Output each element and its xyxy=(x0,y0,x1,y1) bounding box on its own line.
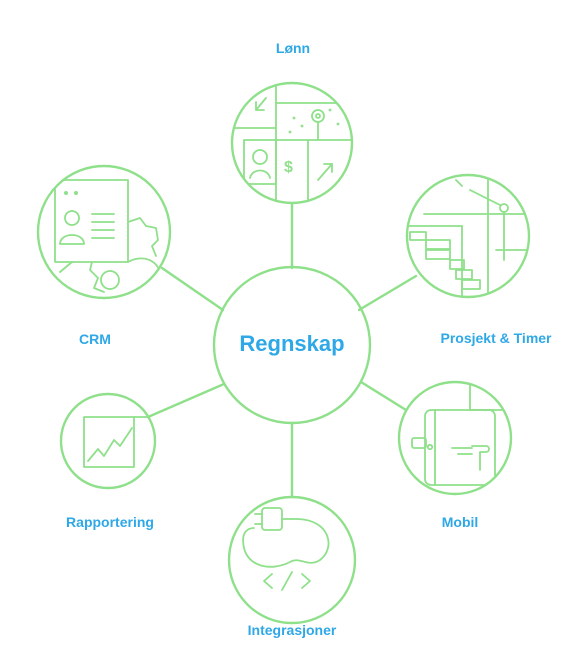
module-label-rapportering: Rapportering xyxy=(66,514,154,530)
connector-mobil xyxy=(359,380,408,412)
module-label-mobil: Mobil xyxy=(441,514,479,530)
plug-code-icon xyxy=(227,495,357,625)
project-timeline-icon xyxy=(405,173,531,299)
contact-card-gears-icon xyxy=(36,164,172,300)
svg-text:$: $ xyxy=(284,159,293,176)
center-label: Regnskap xyxy=(239,331,345,356)
connector-rapportering xyxy=(146,382,226,419)
module-label-lonn: Lønn xyxy=(275,40,311,56)
line-chart-icon xyxy=(59,392,157,490)
connector-prosjekt xyxy=(357,274,418,312)
center-hub xyxy=(212,265,372,425)
mobile-phone-icon xyxy=(397,380,513,496)
module-label-crm: CRM xyxy=(79,331,111,347)
module-label-prosjekt-timer: Prosjekt & Timer xyxy=(440,330,552,346)
payroll-icon: $ xyxy=(230,81,354,205)
module-label-integrasjoner: Integrasjoner xyxy=(247,622,337,638)
connector-crm xyxy=(160,266,225,312)
